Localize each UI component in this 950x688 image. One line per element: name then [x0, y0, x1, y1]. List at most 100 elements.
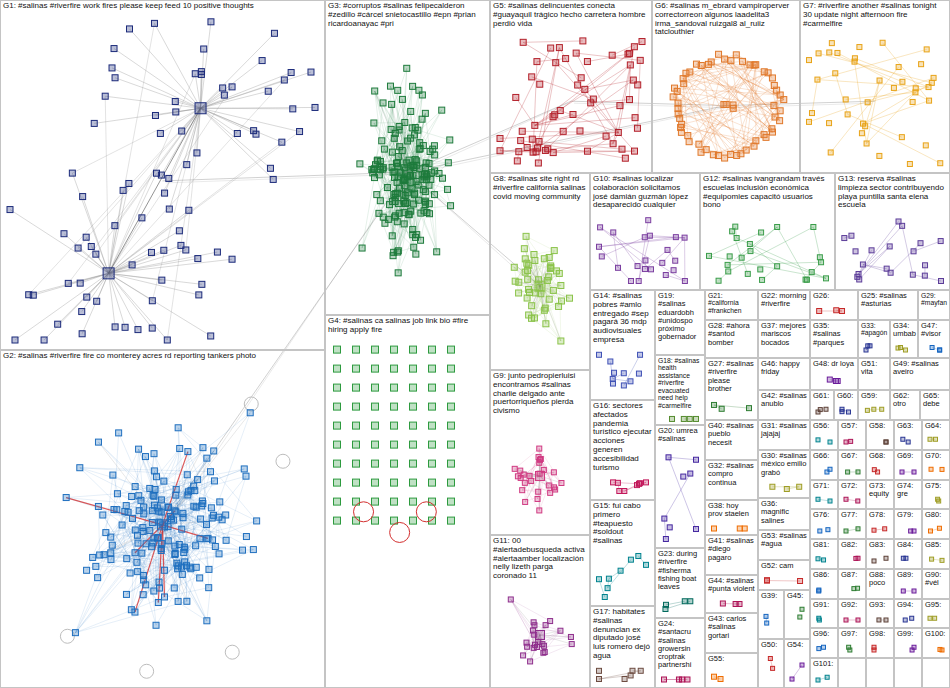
graph-vertex — [243, 473, 249, 479]
graph-vertex — [843, 97, 848, 102]
graph-vertex — [426, 182, 432, 188]
graph-vertex — [109, 542, 115, 548]
graph-edge — [411, 108, 724, 175]
graph-vertex — [130, 515, 136, 521]
graph-vertex — [194, 150, 200, 156]
graph-vertex — [390, 169, 396, 175]
graph-edge — [678, 54, 718, 114]
graph-edge — [516, 97, 535, 125]
graph-vertex — [177, 445, 183, 451]
graph-edge — [111, 503, 203, 537]
graph-vertex — [214, 249, 220, 255]
graph-vertex — [379, 138, 385, 144]
graph-vertex — [220, 85, 226, 91]
graph-edge — [555, 53, 630, 114]
graph-vertex — [401, 221, 407, 227]
graph-edge — [109, 87, 232, 273]
graph-edge — [688, 100, 784, 136]
graph-vertex — [371, 120, 377, 126]
graph-vertex — [211, 478, 217, 484]
graph-vertex — [204, 536, 210, 542]
graph-edge — [696, 64, 775, 117]
graph-edge — [511, 599, 550, 621]
graph-edge — [809, 78, 934, 122]
graph-edge — [105, 96, 200, 108]
graph-vertex — [637, 57, 643, 63]
graph-vertex — [763, 134, 769, 140]
graph-vertex — [708, 59, 714, 65]
graph-vertex — [923, 143, 928, 148]
graph-vertex — [90, 554, 96, 560]
graph-edge — [150, 531, 207, 621]
graph-vertex — [384, 185, 390, 191]
graph-vertex — [141, 577, 147, 583]
graph-vertex — [577, 128, 583, 134]
graph-vertex — [93, 251, 99, 257]
graph-edge — [75, 597, 164, 633]
graph-edge — [163, 472, 211, 525]
graph-vertex — [129, 493, 135, 499]
graph-edge — [384, 149, 414, 194]
graph-edge — [662, 238, 684, 263]
graph-vertex — [122, 508, 128, 514]
graph-edge — [553, 136, 606, 152]
graph-vertex — [513, 94, 519, 100]
graph-vertex — [913, 86, 918, 91]
graph-vertex — [108, 550, 114, 556]
graph-vertex — [240, 547, 246, 553]
graph-edge — [600, 227, 685, 281]
graph-vertex — [63, 495, 69, 501]
graph-vertex — [166, 175, 172, 181]
graph-vertex — [393, 191, 399, 197]
graph-vertex — [297, 129, 303, 135]
graph-vertex — [173, 109, 179, 115]
graph-edge — [410, 167, 450, 206]
graph-vertex — [229, 256, 235, 262]
graph-vertex — [149, 298, 155, 304]
graph-vertex — [179, 128, 185, 134]
graph-edge — [397, 110, 441, 193]
graph-edge — [163, 452, 188, 525]
graph-edge — [33, 273, 108, 295]
graph-vertex — [728, 151, 734, 157]
graph-vertex — [411, 244, 417, 250]
graph-edge — [201, 108, 256, 134]
graph-edge — [176, 472, 211, 495]
graph-vertex — [138, 497, 144, 503]
graph-vertex — [536, 139, 542, 145]
graph-edge — [403, 90, 419, 180]
graph-vertex — [265, 88, 271, 94]
graph-vertex — [723, 101, 729, 107]
graph-edge — [109, 142, 282, 273]
graph-vertex — [80, 194, 86, 200]
graph-vertex — [243, 534, 249, 540]
graph-edge — [530, 293, 561, 341]
graph-vertex — [12, 337, 18, 343]
graph-vertex — [158, 497, 164, 503]
graph-edge — [109, 273, 125, 327]
graph-edge — [442, 178, 450, 206]
graph-vertex — [156, 579, 162, 585]
graph-vertex — [733, 52, 739, 58]
graph-edge — [143, 539, 206, 595]
graph-edge — [152, 108, 200, 300]
graph-edge — [511, 599, 545, 652]
graph-vertex — [675, 100, 681, 106]
graph-vertex — [197, 575, 203, 581]
graph-vertex — [563, 56, 569, 62]
graph-edge — [418, 130, 450, 140]
graph-vertex — [399, 96, 405, 102]
graph-vertex — [204, 521, 210, 527]
graph-vertex — [61, 231, 67, 237]
graph-vertex — [193, 564, 199, 570]
graph-vertex — [179, 526, 185, 532]
graph-vertex — [406, 157, 412, 163]
graph-vertex — [161, 567, 167, 573]
graph-vertex — [929, 80, 934, 85]
graph-edge — [109, 273, 115, 327]
graph-edge — [684, 65, 754, 84]
graph-edge — [719, 54, 784, 99]
graph-vertex — [139, 215, 145, 221]
graph-edge — [75, 520, 173, 633]
graph-edge — [117, 494, 171, 519]
